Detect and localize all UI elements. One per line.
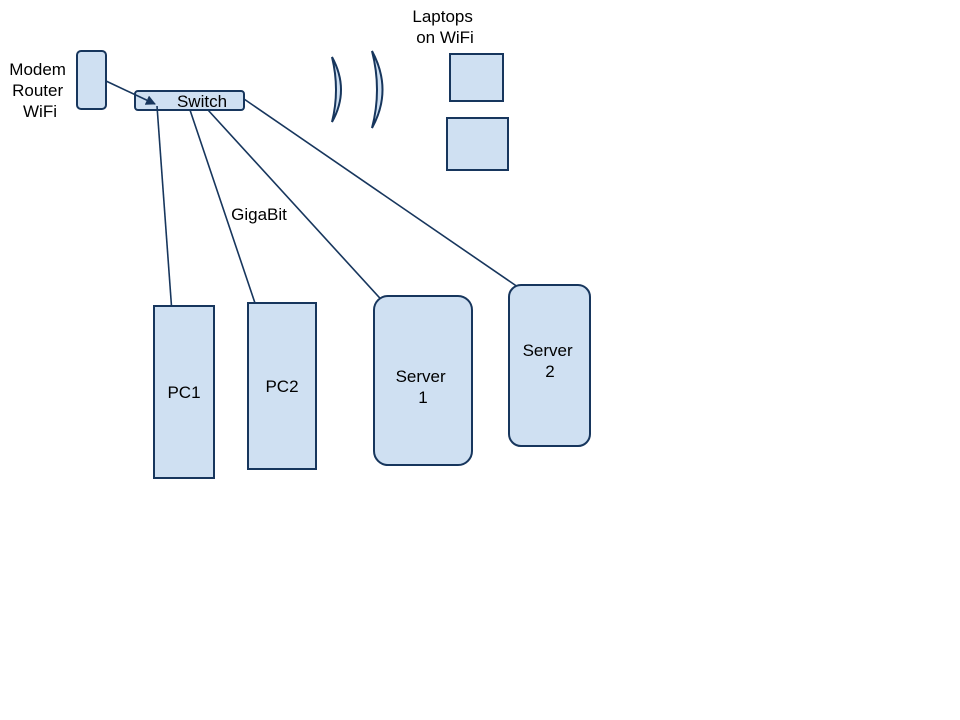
laptop-box-icon (449, 53, 504, 102)
laptops-label: Laptops on WiFi (412, 7, 477, 47)
gigabit-link-label: GigaBit (231, 205, 287, 224)
switch-to-pc2-link (189, 109, 261, 319)
wifi-arc-inner (331, 56, 342, 123)
wifi-signal-arcs-icon (331, 50, 384, 129)
server2-label: Server 2 (523, 341, 578, 381)
switch-to-server1-link (207, 109, 389, 308)
modem-to-switch-link (105, 80, 156, 105)
modem-router-device (76, 50, 107, 110)
laptop-box-icon (446, 117, 509, 171)
wifi-arc-outer (371, 50, 384, 129)
switch-label: Switch (177, 92, 227, 111)
server2-box (508, 284, 591, 447)
pc2-tower (247, 302, 317, 470)
switch-to-pc1-link (156, 105, 174, 328)
server1-label: Server 1 (396, 367, 451, 407)
server1-box (373, 295, 473, 466)
pc1-label: PC1 (167, 383, 200, 402)
switch-to-server2-link (243, 98, 532, 297)
modem-router-label: Modem Router WiFi (9, 60, 70, 121)
switch-device (134, 90, 245, 111)
pc1-tower (153, 305, 215, 479)
pc2-label: PC2 (265, 377, 298, 396)
